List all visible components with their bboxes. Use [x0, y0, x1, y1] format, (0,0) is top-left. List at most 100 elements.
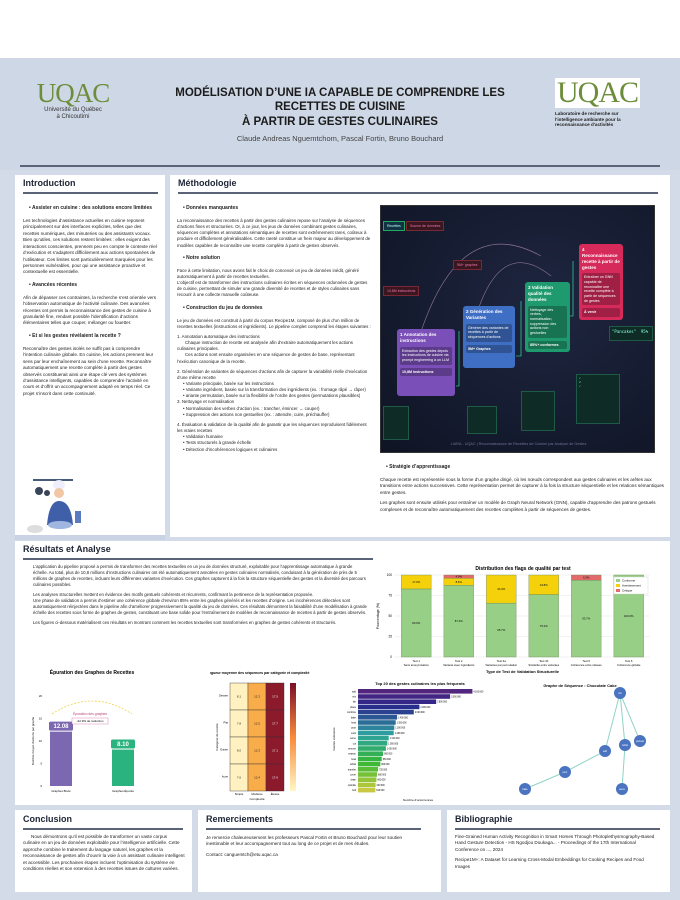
- paragraph: Chaque instruction de recette est analys…: [177, 340, 353, 352]
- title-line: À PARTIR DE GESTES CULINAIRES: [242, 115, 438, 128]
- data-label: 76.2%: [540, 624, 548, 628]
- x-tick-label: Test 6: [625, 659, 633, 663]
- node-label: serve: [619, 788, 626, 791]
- uqac-logo-right: UQAC Laboratoire de recherche sur l'inte…: [555, 78, 650, 128]
- data-label: 23.8%: [540, 583, 548, 587]
- graph-edge: [619, 692, 641, 742]
- step-title: Reconnaissance recette à partir de geste…: [582, 252, 620, 270]
- contact-email[interactable]: Contact: canguemtch@etu.uqac.ca: [206, 851, 278, 857]
- chef-illustration: [27, 479, 81, 533]
- introduction-section: Introduction Assister en cuisine : des s…: [15, 175, 165, 540]
- data-label: 1 050 000: [388, 743, 399, 745]
- logo-text: UQAC: [555, 76, 641, 109]
- y-tick-label: combine: [347, 711, 357, 714]
- x-tick-label: Variante avec ingrédients: [443, 663, 475, 667]
- bar-segment: [486, 574, 517, 604]
- y-tick-label: beat: [351, 758, 356, 761]
- legend-swatch: [616, 589, 620, 592]
- section-title: Résultats et Analyse: [23, 544, 111, 554]
- x-tick-label: Similarité entre variantes: [528, 663, 559, 667]
- subheading: Construction du jeu de données: [183, 305, 372, 312]
- paragraph: Je remercie chaleureusement les professe…: [206, 835, 403, 847]
- bar: [358, 715, 398, 720]
- bar: [358, 756, 382, 762]
- cell-value: 17.7: [272, 722, 278, 726]
- subheading: Avancées récentes: [29, 282, 159, 289]
- data-label: 34.3%: [497, 587, 505, 591]
- graph-edge: [564, 750, 606, 773]
- section-title: Introduction: [23, 178, 76, 188]
- pipeline-step-card: 3 Validation qualité des données Nettoya…: [525, 282, 570, 353]
- paragraph: Les technologies d’assistance actuelles …: [23, 218, 157, 275]
- list-item: ariante permutation, basée sur la flexib…: [183, 393, 372, 399]
- step-heading: 3. Nettoyage et normalisation: [177, 399, 235, 405]
- list-item: Validation humaine: [183, 434, 372, 440]
- y-tick-label: 0: [390, 655, 392, 659]
- data-label: 83.0%: [412, 621, 420, 625]
- data-label: 1 300 000: [395, 728, 406, 730]
- pipeline-diagram: Recettes Source de données 10,8M instruc…: [380, 205, 655, 453]
- x-tick-label: Test 2: [455, 659, 463, 663]
- paragraph: Ces actions sont ensuite organisées en u…: [177, 352, 355, 364]
- node-label: whisk: [622, 744, 629, 747]
- row-label: Autre: [222, 775, 229, 779]
- logo-subtitle: Laboratoire de recherche sur l'intellige…: [555, 111, 621, 128]
- graph-node: [616, 783, 628, 795]
- bar-segment: [486, 602, 517, 658]
- heatmap-cell: [265, 763, 285, 792]
- bar-segment: [401, 574, 432, 590]
- list-item: Détection d’incohérences logiques et cul…: [183, 447, 372, 453]
- bar: [358, 777, 377, 782]
- data-label: 800 000: [381, 764, 390, 766]
- y-tick-label: 5: [40, 762, 42, 766]
- y-axis-label: Pourcentage (%): [376, 603, 380, 629]
- step-stat: 5M+ Graphes: [466, 344, 512, 354]
- y-tick-label: boil: [352, 789, 356, 792]
- y-axis-label: Nombre moyen d'actions par graphe: [31, 716, 35, 765]
- x-tick-label: Cohérence globale: [617, 663, 641, 667]
- graph-node: [599, 745, 611, 757]
- column-label: Élevée: [271, 791, 280, 796]
- title-line: RECETTES DE CUISINE: [274, 101, 406, 114]
- y-tick-label: bake: [351, 716, 357, 719]
- cell-value: 12.5: [254, 722, 260, 726]
- y-tick-label: 10: [39, 739, 43, 743]
- list-item: Variante principale, basée sur les instr…: [183, 381, 372, 387]
- bar: [358, 772, 377, 777]
- y-tick-label: place: [350, 706, 356, 709]
- results-section: Résultats et Analyse L’application du pi…: [15, 541, 670, 805]
- logo-subtitle: à Chicoutimi: [56, 114, 90, 121]
- y-tick-label: cook: [351, 732, 357, 735]
- x-tick-label: Graphes Bruts: [51, 789, 71, 793]
- paragraph: L’application du pipeline proposé a perm…: [33, 564, 366, 588]
- bar: [358, 751, 384, 756]
- bar-segment: [443, 585, 474, 658]
- y-axis-label: Gestes culinaires: [332, 727, 336, 751]
- step-body: Nettoyage des verbes, normalisation, sup…: [528, 305, 567, 338]
- section-title: Conclusion: [23, 814, 72, 824]
- data-label: 2 200 000: [420, 707, 431, 709]
- node-label: mix: [618, 692, 623, 695]
- step-number: 4: [582, 247, 585, 252]
- data-label: 900 000: [384, 754, 393, 756]
- chart-title: Épuration des Graphes de Recettes: [50, 668, 135, 676]
- chart-title: Longueur moyenne des séquences par catég…: [210, 671, 309, 675]
- data-label: 100.0%: [624, 614, 634, 618]
- reduction-label: -32.9% de réduction: [77, 719, 104, 723]
- row-label: Entrée: [220, 748, 228, 752]
- graph-edge: [524, 771, 566, 790]
- code-block: [383, 406, 409, 440]
- data-label: 1 100 000: [390, 738, 401, 740]
- prediction-output: "Pancakes" 95%: [609, 326, 653, 341]
- y-tick-label: 25: [388, 635, 392, 639]
- step-title: Validation qualité des données: [528, 285, 554, 302]
- diagram-connectors: [410, 243, 574, 387]
- chart-title: Top 20 des gestes culinaires les plus fr…: [375, 681, 465, 686]
- bar: [358, 725, 395, 730]
- x-axis-label: Nombre d'occurrences: [403, 798, 434, 802]
- data-label: 660 000: [377, 780, 386, 782]
- data-label: 2 800 000: [437, 702, 448, 704]
- diagram-footer: LIARA - UQAC | Reconnaissance de Recette…: [450, 442, 587, 446]
- pipeline-step-card: 2 Génération des Variantes Générer des v…: [463, 306, 515, 368]
- graph-node: [619, 739, 631, 751]
